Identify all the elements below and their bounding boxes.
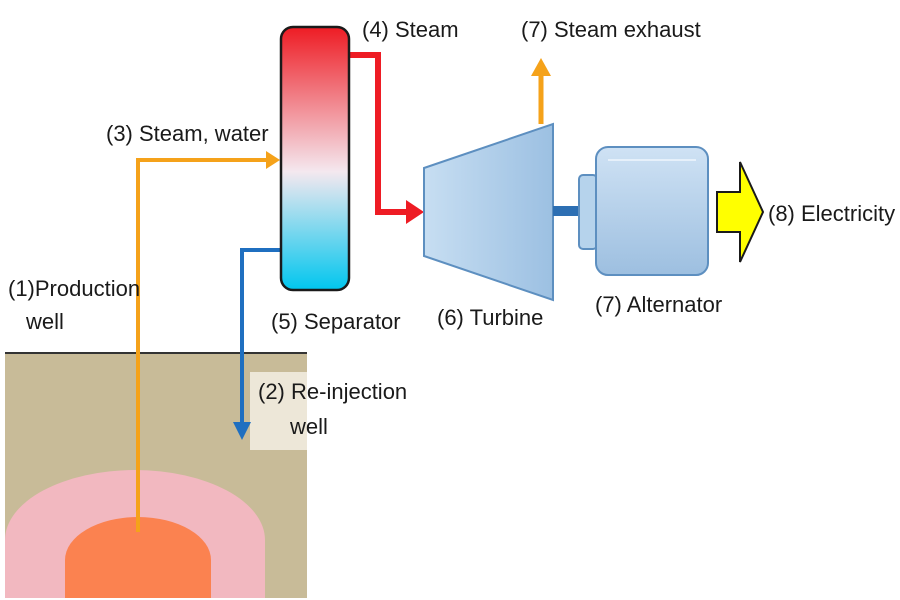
reinjection-arrowhead: [233, 422, 251, 440]
alternator-body: [595, 146, 709, 276]
turbine: [423, 122, 554, 302]
electricity-arrow: [716, 161, 765, 263]
steam-arrowhead: [406, 200, 424, 224]
turbine-shaft: [553, 206, 579, 216]
label-electricity: (8) Electricity: [768, 201, 895, 226]
reservoir-hot-core: [65, 517, 211, 598]
label-reinjection-well-2: well: [289, 414, 328, 439]
label-production-well: (1)Production: [8, 276, 140, 301]
label-turbine: (6) Turbine: [437, 305, 543, 330]
reinjection-pipe: [240, 248, 282, 424]
separator-vessel: [279, 25, 351, 292]
alternator-coupling: [578, 174, 598, 250]
label-steam-water: (3) Steam, water: [106, 121, 269, 146]
steam-exhaust-arrowhead: [531, 58, 551, 76]
label-reinjection-well: (2) Re-injection: [258, 379, 407, 404]
label-separator: (5) Separator: [271, 309, 401, 334]
label-steam: (4) Steam: [362, 17, 459, 42]
label-production-well-2: well: [25, 309, 64, 334]
production-well-pipe: [136, 158, 268, 532]
steam-pipe: [350, 52, 410, 215]
reinjection-label-background: [250, 372, 307, 450]
label-alternator: (7) Alternator: [595, 292, 722, 317]
label-steam-exhaust: (7) Steam exhaust: [521, 17, 701, 42]
steam-water-arrowhead: [266, 151, 280, 169]
